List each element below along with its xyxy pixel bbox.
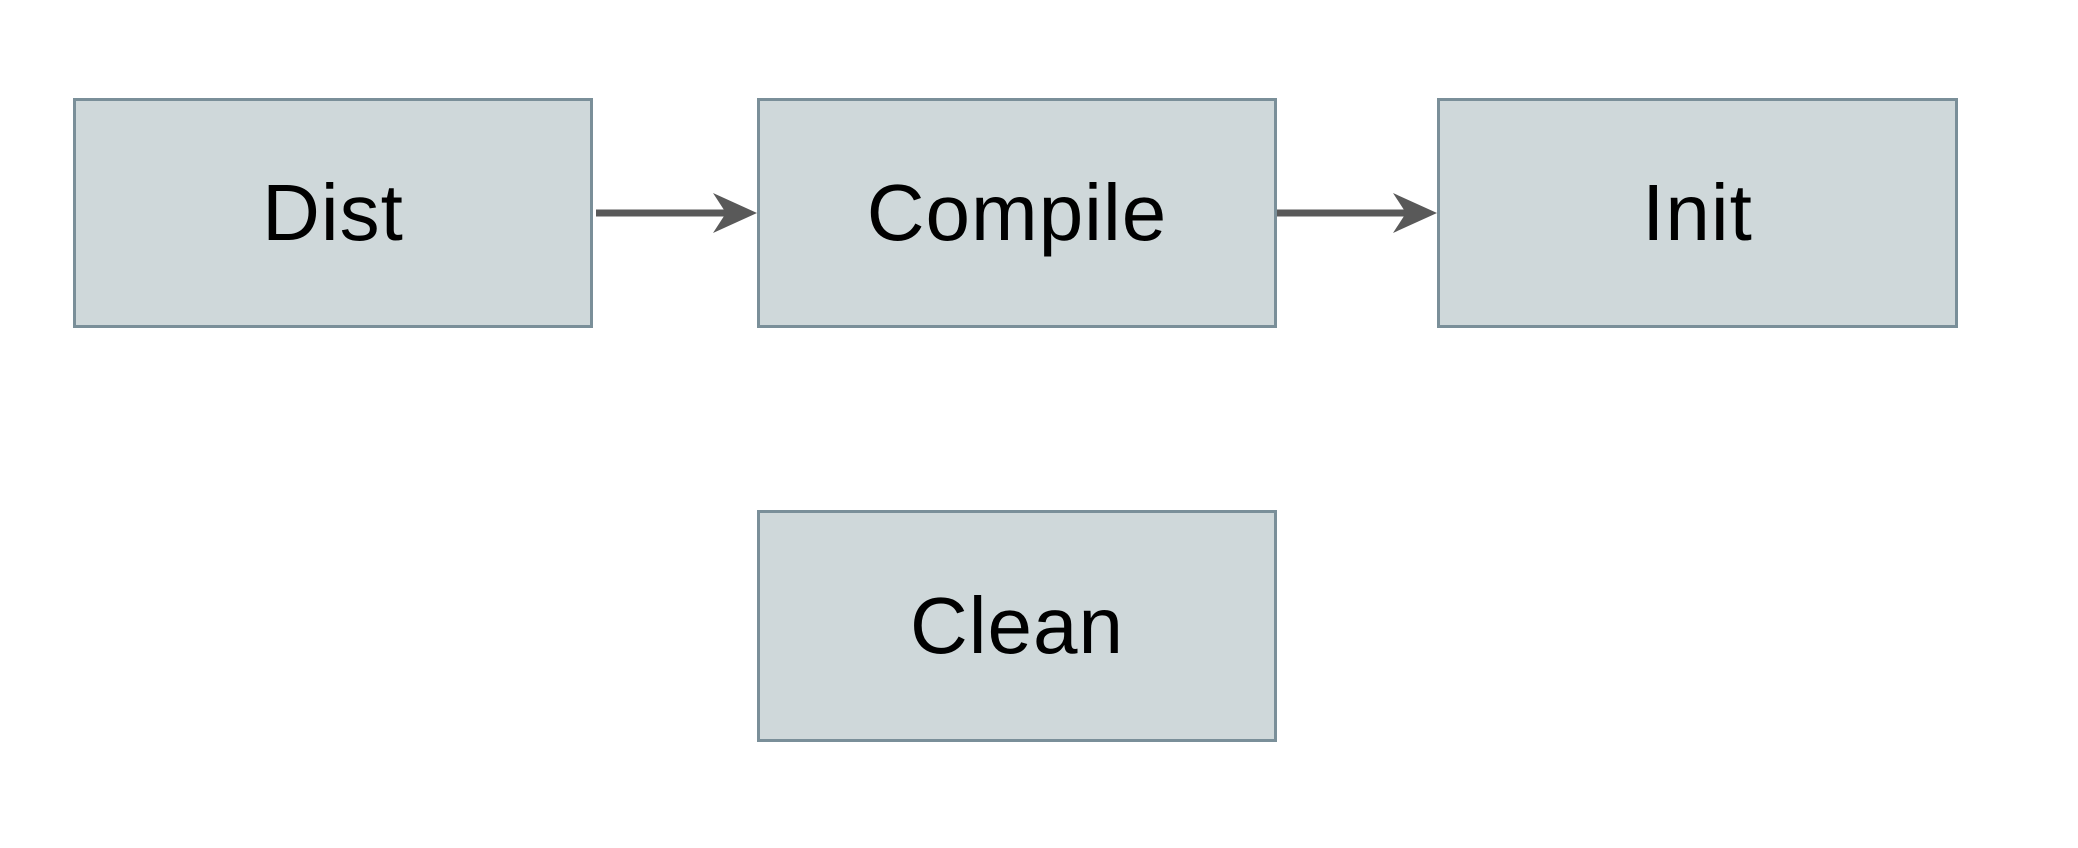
node-init-label: Init <box>1642 168 1753 257</box>
node-dist: Dist <box>73 98 593 328</box>
arrow-head <box>713 193 757 233</box>
node-init: Init <box>1437 98 1958 328</box>
arrow-dist-to-compile <box>596 193 757 233</box>
node-clean: Clean <box>757 510 1277 742</box>
node-dist-label: Dist <box>262 168 404 257</box>
node-compile-label: Compile <box>866 168 1168 257</box>
arrow-compile-to-init <box>1277 193 1437 233</box>
arrow-head <box>1393 193 1437 233</box>
node-clean-label: Clean <box>909 581 1125 670</box>
node-compile: Compile <box>757 98 1277 328</box>
